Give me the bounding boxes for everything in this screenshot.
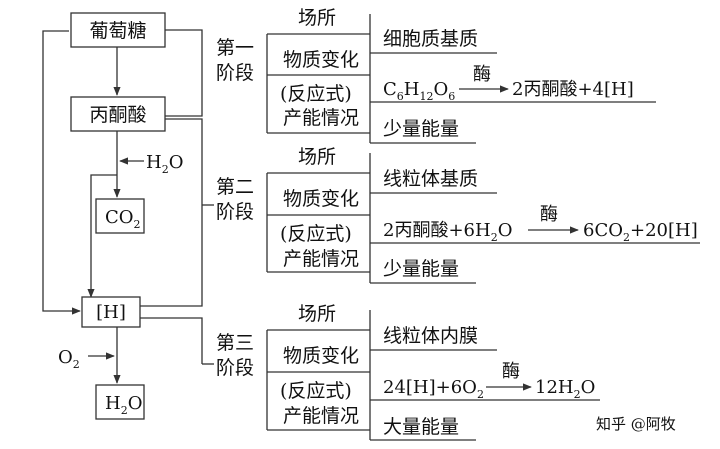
h-box: [81, 296, 141, 328]
stage3-row-change-2: (反应式): [280, 380, 352, 402]
stage-connectors: [140, 29, 203, 364]
stage2-product: 6CO2+20[H]: [583, 220, 698, 244]
stage1-enzyme: 酶: [473, 64, 491, 85]
stage1-row-location: 场所: [298, 7, 336, 29]
water-label: H2O: [105, 393, 142, 417]
arrow-pyruvate-to-h: [87, 174, 117, 298]
stage3-row-location: 场所: [298, 303, 336, 325]
left-flow: 葡萄糖 丙酮酸 CO2 [H] H2O H2O O2: [42, 12, 183, 420]
stage3-location: 线粒体内膜: [383, 325, 478, 347]
stage3-product: 12H2O: [535, 377, 595, 401]
stage3-row-change-1: 物质变化: [283, 345, 359, 367]
stage1-product: 2丙酮酸+4[H]: [512, 79, 634, 100]
water-box: [95, 384, 145, 420]
stage-2: 第二 阶段 场所 物质变化 (反应式) 产能情况 线粒体基质 2丙酮酸+6H2O…: [202, 146, 700, 284]
stage1-location: 细胞质基质: [383, 28, 478, 50]
stage2-energy: 少量能量: [383, 258, 459, 280]
stage-1: 第一 阶段 场所 物质变化 (反应式) 产能情况 细胞质基质 C6H12O6 酶…: [216, 7, 656, 144]
stage1-reactant: C6H12O6: [383, 79, 455, 103]
stage2-row-location: 场所: [298, 146, 336, 168]
stage2-label-1: 第二: [216, 176, 254, 198]
stage1-row-energy: 产能情况: [283, 107, 359, 129]
stage3-row-energy: 产能情况: [283, 405, 359, 427]
stage3-reactant: 24[H]+6O2: [383, 377, 484, 401]
h2o-input-label: H2O: [146, 152, 183, 176]
stage2-connector: [140, 118, 203, 307]
stage2-label-2: 阶段: [216, 201, 254, 223]
co2-box: [95, 198, 145, 234]
stage3-enzyme: 酶: [502, 361, 520, 382]
glucose-label: 葡萄糖: [89, 20, 146, 42]
pyruvate-label: 丙酮酸: [89, 104, 146, 126]
stage1-label-2: 阶段: [216, 62, 254, 84]
stage2-row-energy: 产能情况: [283, 248, 359, 270]
stage3-label-1: 第三: [216, 332, 254, 354]
stage-3: 第三 阶段 场所 物质变化 (反应式) 产能情况 线粒体内膜 24[H]+6O2…: [202, 303, 600, 441]
co2-label: CO2: [105, 207, 141, 231]
stage3-energy: 大量能量: [383, 416, 459, 438]
h-label: [H]: [96, 302, 126, 323]
glucose-box: [70, 12, 166, 48]
stage1-label-1: 第一: [216, 37, 254, 59]
stage1-row-change-2: (反应式): [280, 83, 352, 105]
stage2-enzyme: 酶: [540, 204, 558, 225]
stage3-connector: [140, 317, 203, 364]
stage2-reactant: 2丙酮酸+6H2O: [383, 220, 512, 244]
arrow-glucose-to-h: [42, 30, 81, 315]
stage2-row-change-1: 物质变化: [283, 188, 359, 210]
stage1-row-change-1: 物质变化: [283, 49, 359, 71]
stage2-row-change-2: (反应式): [280, 223, 352, 245]
stage1-connector: [165, 29, 203, 117]
pyruvate-box: [70, 96, 166, 132]
o2-input-label: O2: [58, 347, 80, 371]
stage2-location: 线粒体基质: [383, 168, 478, 190]
stage1-energy: 少量能量: [383, 118, 459, 140]
watermark: 知乎 @阿牧: [596, 415, 676, 433]
stage3-label-2: 阶段: [216, 357, 254, 379]
